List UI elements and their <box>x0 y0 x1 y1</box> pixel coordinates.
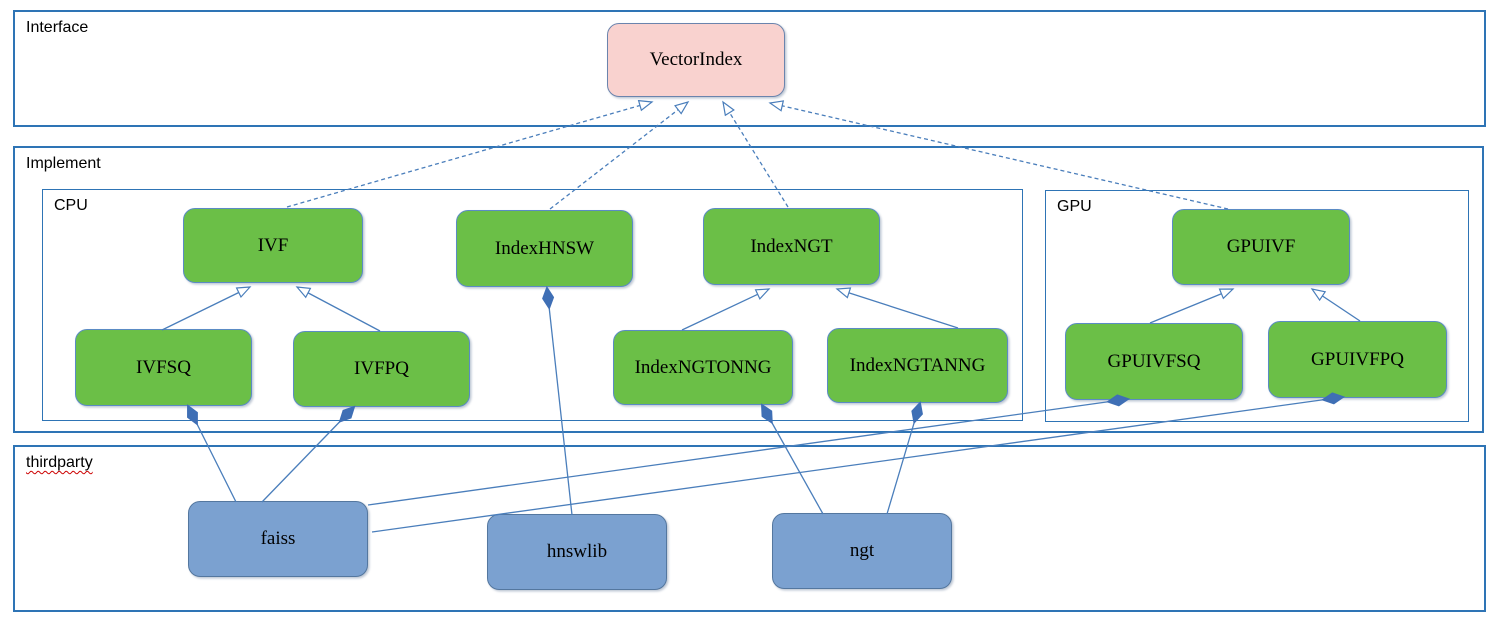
node-ivfpq[interactable]: IVFPQ <box>293 331 470 407</box>
node-hnswlib-label: hnswlib <box>546 541 608 562</box>
node-hnswlib[interactable]: hnswlib <box>487 514 667 590</box>
node-gpuivfpq[interactable]: GPUIVFPQ <box>1268 321 1447 398</box>
section-interface-label: Interface <box>26 19 89 36</box>
node-ivfsq-label: IVFSQ <box>136 356 191 378</box>
node-vectorindex[interactable]: VectorIndex <box>607 23 785 97</box>
node-faiss-label: faiss <box>260 528 296 549</box>
node-ngt[interactable]: ngt <box>772 513 952 589</box>
node-indexngt-label: IndexNGT <box>750 235 833 257</box>
node-faiss[interactable]: faiss <box>188 501 368 577</box>
node-ngt-label: ngt <box>849 540 875 561</box>
node-gpuivfsq[interactable]: GPUIVFSQ <box>1065 323 1243 400</box>
node-indexngtonng[interactable]: IndexNGTONNG <box>613 330 793 405</box>
node-ivfsq[interactable]: IVFSQ <box>75 329 252 406</box>
section-cpu-label: CPU <box>54 197 88 214</box>
node-indexhnsw[interactable]: IndexHNSW <box>456 210 633 287</box>
section-implement-label: Implement <box>26 155 101 172</box>
section-thirdparty-label: thirdparty <box>26 454 93 471</box>
section-gpu-label: GPU <box>1057 198 1092 215</box>
node-ivfpq-label: IVFPQ <box>354 358 409 379</box>
node-vectorindex-label: VectorIndex <box>649 49 743 70</box>
node-gpuivf[interactable]: GPUIVF <box>1172 209 1350 285</box>
node-gpuivfsq-label: GPUIVFSQ <box>1107 350 1201 372</box>
node-ivf[interactable]: IVF <box>183 208 363 283</box>
node-indexngt[interactable]: IndexNGT <box>703 208 880 285</box>
node-indexngtonng-label: IndexNGTONNG <box>634 356 772 378</box>
node-indexngtanng-label: IndexNGTANNG <box>849 354 986 376</box>
node-gpuivfpq-label: GPUIVFPQ <box>1311 348 1404 370</box>
node-ivf-label: IVF <box>257 234 289 256</box>
node-indexhnsw-label: IndexHNSW <box>494 237 595 259</box>
node-indexngtanng[interactable]: IndexNGTANNG <box>827 328 1008 403</box>
node-gpuivf-label: GPUIVF <box>1226 236 1296 257</box>
